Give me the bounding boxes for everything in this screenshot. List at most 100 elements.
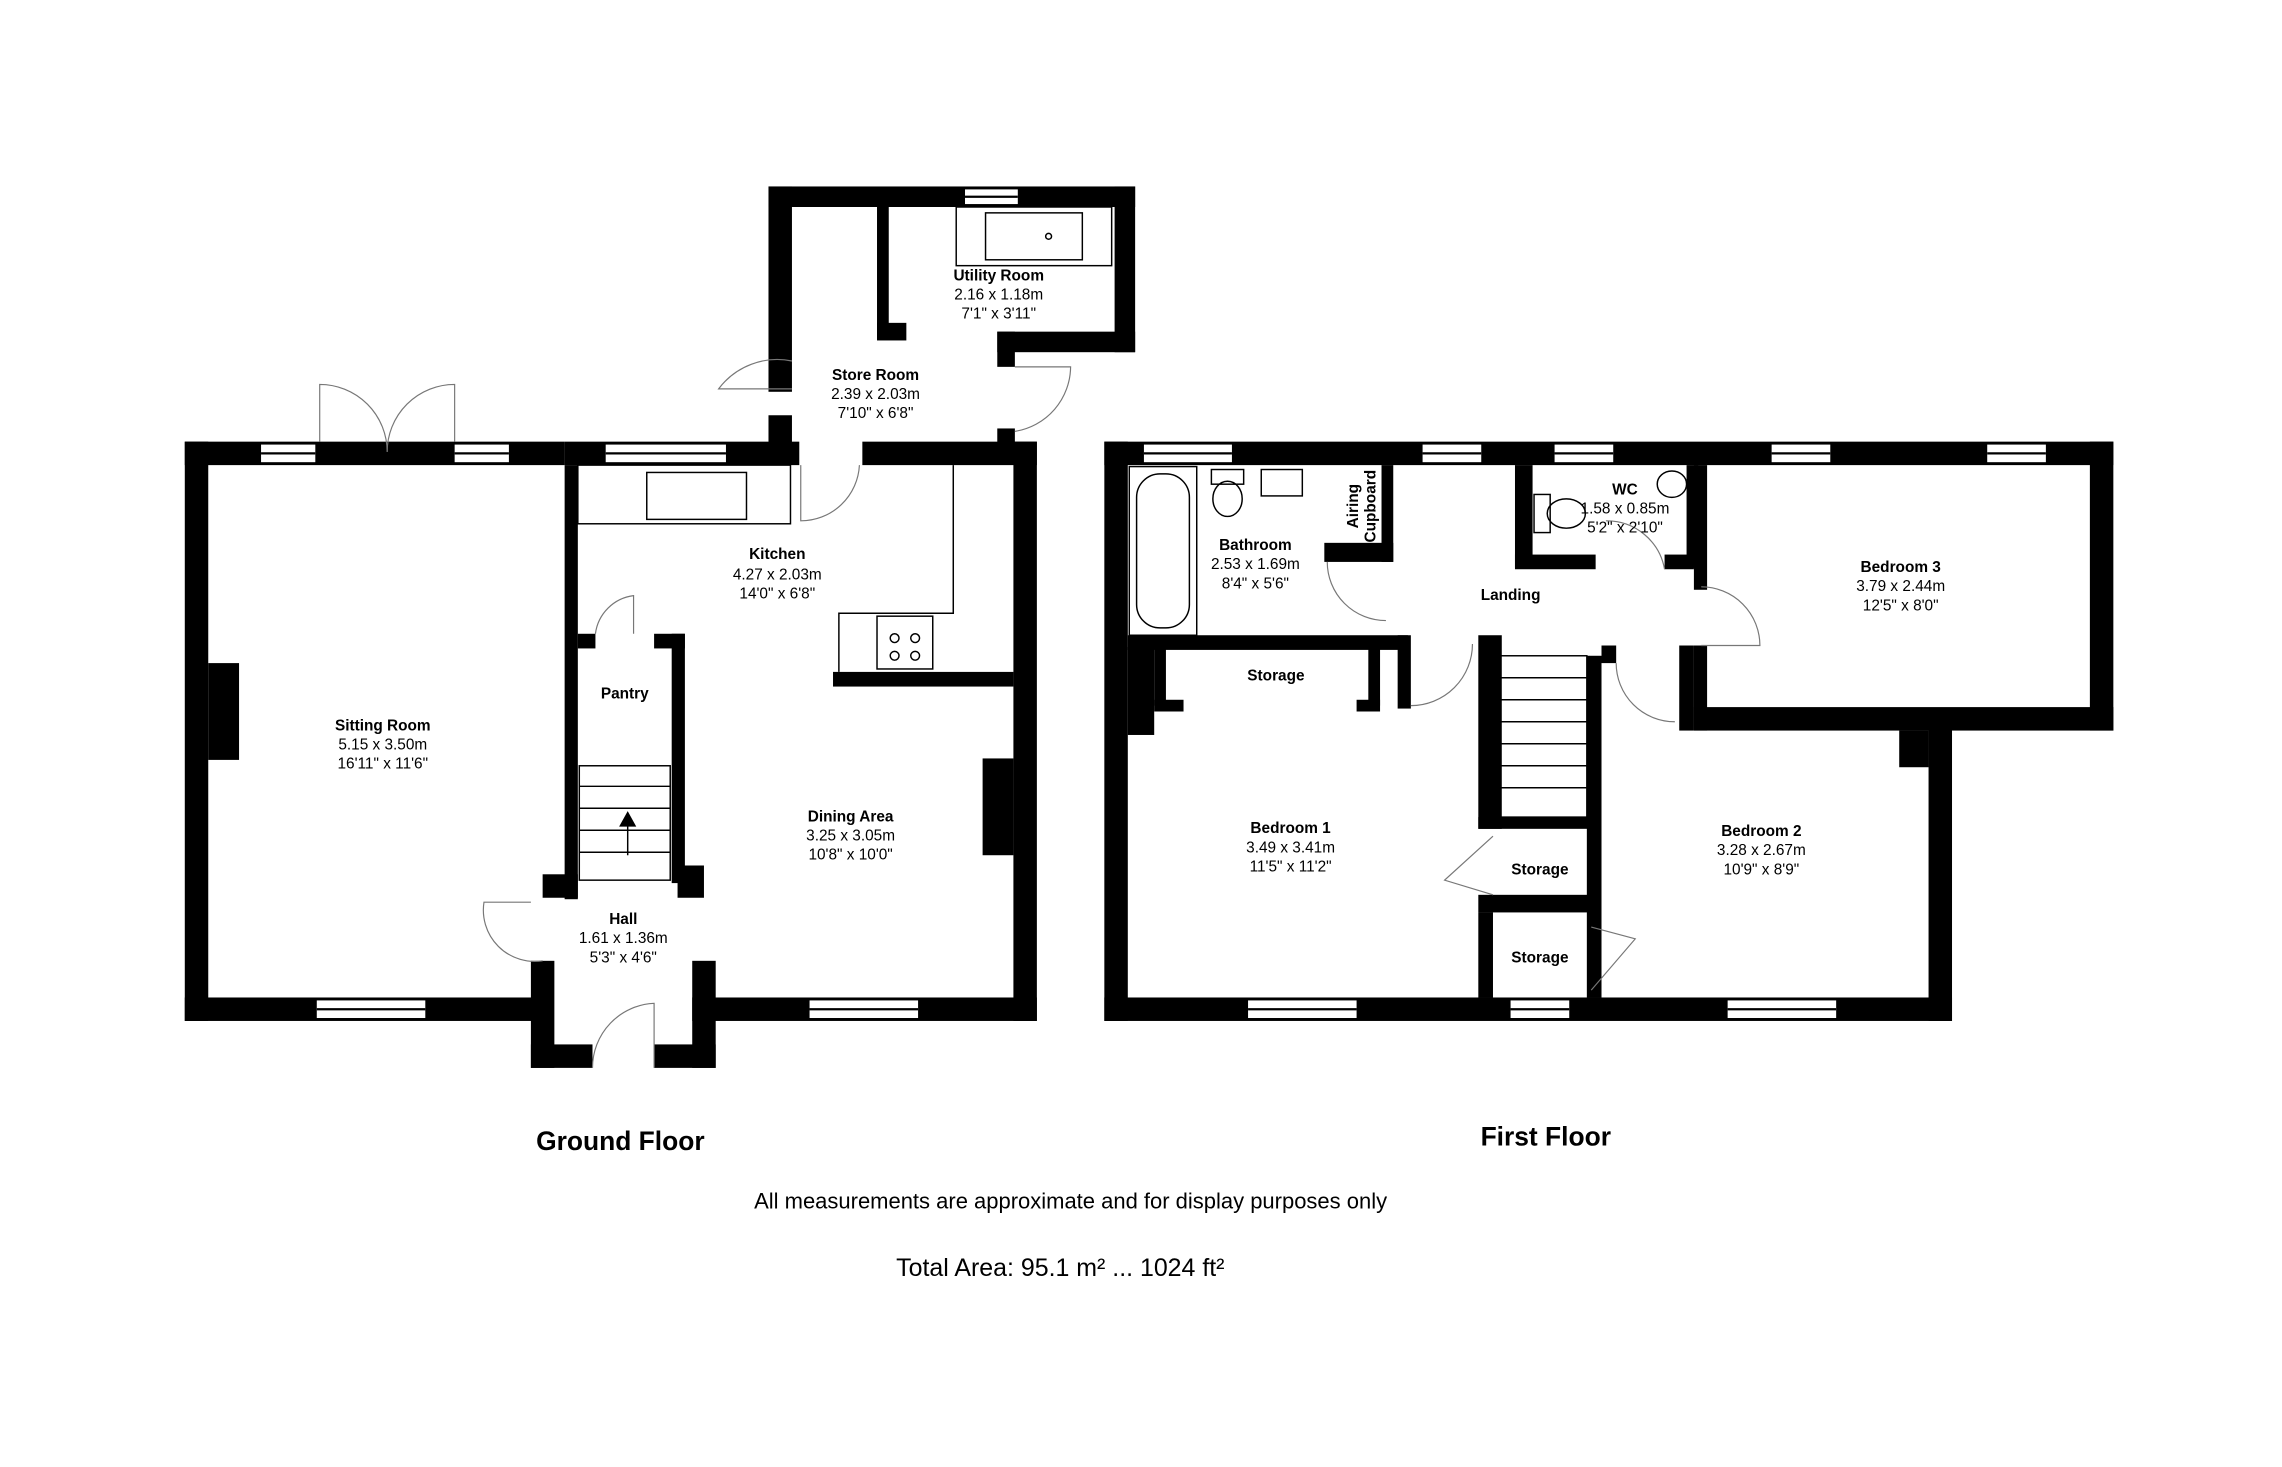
room-storage-mid: Storage [1511,861,1569,878]
room-dining: Dining Area 3.25 x 3.05m 10'8" x 10'0" [806,808,895,863]
first-floor-label: First Floor [1481,1122,1611,1152]
wall [1899,730,1929,768]
wall [1114,186,1136,353]
window [1771,444,1831,463]
room-metric: 1.58 x 0.85m [1581,501,1670,518]
room-kitchen: Kitchen 4.27 x 2.03m 14'0" x 6'8" [733,546,822,603]
wall [1693,645,1708,731]
wall [1478,894,1596,913]
room-storage-top: Storage [1247,668,1305,685]
door-swing [591,1002,655,1068]
room-metric: 3.49 x 3.41m [1246,839,1335,856]
room-sitting: Sitting Room 5.15 x 3.50m 16'11" x 11'6" [335,718,431,773]
wall [542,874,578,898]
wall [997,428,1015,452]
room-utility: Utility Room 2.16 x 1.18m 7'1" x 3'11" [953,267,1044,322]
wall [2089,441,2114,731]
wall [184,441,209,1021]
room-name: Utility Room [953,267,1044,284]
room-imperial: 5'3" x 4'6" [590,949,657,966]
window [1422,444,1482,463]
room-imperial: 7'1" x 3'11" [961,305,1036,322]
wall [982,758,1014,856]
door-swing [1410,644,1474,707]
stairs-first [1495,655,1588,818]
wall [564,465,578,900]
toilet-icon [1210,468,1245,485]
doors [319,358,1761,1068]
window [809,1000,919,1019]
room-wc: WC 1.58 x 0.85m 5'2" x 2'10" [1581,481,1670,536]
door-swing [1326,561,1386,622]
wall [1601,645,1617,664]
door-swing [1615,663,1675,723]
room-metric: 3.28 x 2.67m [1717,842,1806,859]
wall [1478,912,1493,998]
room-imperial: 14'0" x 6'8" [739,586,815,603]
window [965,189,1018,205]
wall [1381,465,1394,562]
wall [671,633,685,884]
room-storage-low: Storage [1511,949,1569,966]
room-name: Bathroom [1219,537,1292,554]
room-pantry: Pantry [601,685,649,702]
wall [1104,441,1128,1021]
wall [530,1044,593,1068]
wall [877,206,889,339]
kitchen-worktop [577,464,792,525]
wall [1154,646,1166,706]
wall [877,322,907,341]
wall [530,960,555,1068]
wall [1693,465,1708,590]
wall [1154,699,1184,712]
window [316,1000,426,1019]
room-metric: 5.15 x 3.50m [338,737,427,754]
window [1987,444,2046,463]
arrow-up-icon [619,811,637,856]
room-hall: Hall 1.61 x 1.36m 5'3" x 4'6" [579,911,668,966]
wall [1928,718,1953,1021]
room-imperial: 5'2" x 2'10" [1587,520,1663,537]
door-swing [386,383,456,452]
wall [1686,465,1699,568]
wall [1679,645,1694,731]
room-imperial: 16'11" x 11'6" [337,756,428,773]
room-name: Bedroom 2 [1721,823,1801,840]
room-bathroom: Bathroom 2.53 x 1.69m 8'4" x 5'6" [1211,537,1300,592]
room-imperial: 11'5" x 11'2" [1250,858,1332,875]
room-metric: 2.39 x 2.03m [831,386,920,403]
room-name-line1: Airing [1345,484,1362,528]
kitchen-counter [838,465,955,672]
room-metric: 2.16 x 1.18m [954,286,1043,303]
wall [1013,441,1037,1021]
window [454,444,509,463]
wall [997,331,1136,353]
window [1143,444,1232,463]
room-landing: Landing [1481,587,1541,604]
room-bedroom3: Bedroom 3 3.79 x 2.44m 12'5" x 8'0" [1856,559,1945,614]
door-swing [717,358,793,390]
wall [1397,635,1411,709]
room-name: Kitchen [749,546,805,563]
room-imperial: 12'5" x 8'0" [1863,597,1939,614]
door-swing [482,901,543,962]
wall [1514,554,1596,570]
utility-worktop [955,206,1113,267]
bath-icon [1128,465,1198,636]
room-airing-cupboard: Airing Cupboard [1345,470,1380,543]
room-metric: 4.27 x 2.03m [733,567,822,584]
window [605,444,726,463]
room-name: Store Room [832,367,919,384]
kitchen-sink-icon [646,471,748,521]
room-name: Bedroom 3 [1861,559,1941,576]
stairs [578,765,671,881]
wall [1586,655,1602,998]
room-bedroom1: Bedroom 1 3.49 x 3.41m 11'5" x 11'2" [1246,820,1335,875]
room-name: Dining Area [808,808,894,825]
room-store: Store Room 2.39 x 2.03m 7'10" x 6'8" [831,367,920,422]
door-swing [1605,520,1666,570]
door-swing [1590,926,1637,991]
window [1248,1000,1357,1019]
wall [1514,465,1533,568]
window [1510,1000,1570,1019]
